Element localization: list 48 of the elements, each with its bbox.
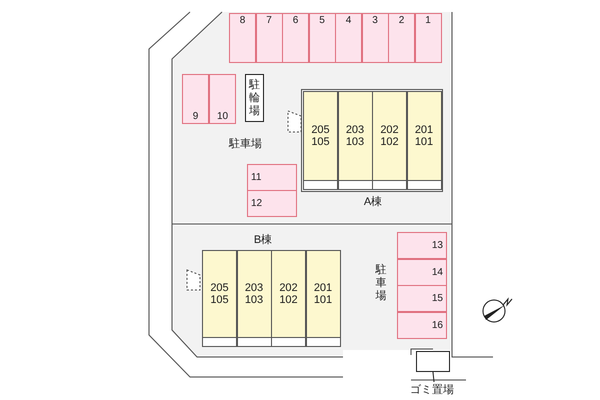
parking-space: 2 bbox=[388, 13, 415, 63]
room-number: 105 bbox=[210, 294, 229, 306]
apartment-unit bbox=[372, 91, 407, 181]
apartment-unit bbox=[202, 250, 237, 338]
parking-space: 9 bbox=[182, 74, 209, 124]
area-label: 駐車場 bbox=[375, 264, 387, 303]
facility-label: ゴミ置場 bbox=[410, 382, 454, 397]
room-number: 203 bbox=[346, 124, 364, 136]
parking-space: 15 bbox=[397, 285, 447, 312]
room-number: 103 bbox=[346, 136, 364, 148]
apartment-unit bbox=[306, 250, 340, 338]
parking-space: 14 bbox=[397, 258, 447, 286]
parking-space: 12 bbox=[247, 190, 297, 217]
parking-space: 7 bbox=[256, 13, 282, 63]
parking-space: 10 bbox=[209, 74, 236, 124]
room-number: 205 bbox=[311, 124, 330, 136]
room-number: 102 bbox=[279, 294, 298, 306]
parking-space: 3 bbox=[362, 13, 388, 63]
apartment-unit bbox=[271, 250, 306, 338]
room-number: 202 bbox=[279, 282, 298, 294]
room-number: 201 bbox=[314, 282, 332, 294]
room-number: 102 bbox=[380, 136, 399, 148]
apartment-unit bbox=[303, 91, 338, 181]
apartment-unit bbox=[406, 91, 442, 181]
parking-space: 8 bbox=[229, 13, 256, 63]
area-label: 駐車場 bbox=[229, 136, 262, 151]
room-number: 202 bbox=[380, 124, 399, 136]
parking-space: 1 bbox=[414, 13, 442, 63]
parking-space: 13 bbox=[397, 232, 447, 259]
room-number: 201 bbox=[414, 124, 434, 136]
parking-space: 4 bbox=[335, 13, 362, 63]
apartment-unit bbox=[338, 91, 372, 181]
garbage-station-box bbox=[416, 351, 450, 372]
parking-space: 6 bbox=[282, 13, 309, 63]
room-number: 101 bbox=[314, 294, 332, 306]
room-number: 101 bbox=[414, 136, 434, 148]
parking-space: 16 bbox=[397, 312, 447, 338]
parking-space: 11 bbox=[247, 164, 297, 191]
room-number: 103 bbox=[244, 294, 264, 306]
bicycle-parking-box: 駐輪場 bbox=[245, 74, 264, 122]
room-number: 203 bbox=[244, 282, 264, 294]
leader-line bbox=[432, 372, 434, 382]
building-label: B棟 bbox=[252, 233, 274, 247]
building-label: A棟 bbox=[362, 195, 384, 209]
room-number: 105 bbox=[311, 136, 330, 148]
room-number: 205 bbox=[210, 282, 229, 294]
apartment-unit bbox=[236, 250, 272, 338]
parking-space: 5 bbox=[308, 13, 336, 63]
